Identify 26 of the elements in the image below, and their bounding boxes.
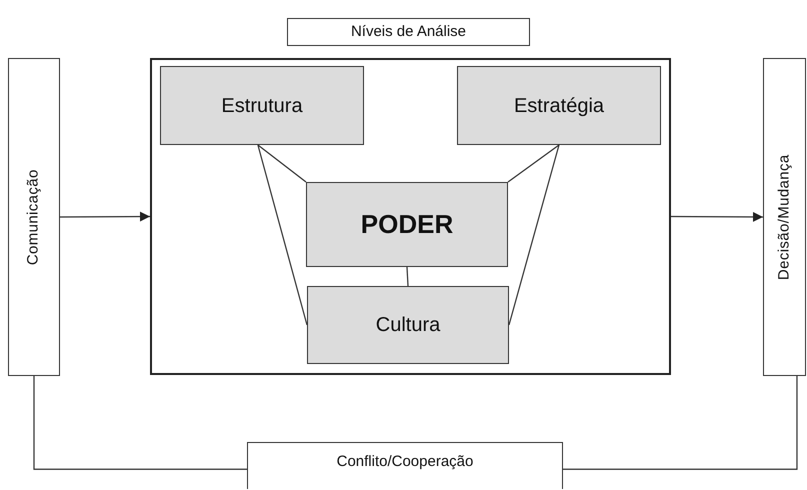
frame-box: [150, 58, 671, 375]
box-label: PODER: [360, 208, 454, 241]
box-label: Estrutura: [221, 94, 303, 118]
box-label: Cultura: [376, 313, 440, 338]
concept-box: [457, 66, 661, 145]
central-concept-box: [306, 182, 508, 267]
connector-line: [508, 144, 560, 182]
vertical-label-box: [8, 58, 60, 376]
label-box: [247, 442, 563, 489]
label-box: [287, 18, 530, 46]
arrow: [671, 212, 763, 222]
box-label: Estratégia: [514, 94, 604, 118]
concept-box: [307, 286, 509, 364]
box-label: Níveis de Análise: [350, 22, 466, 42]
connector-line: [406, 266, 409, 286]
connector-line: [257, 144, 308, 326]
connector-line: [563, 376, 798, 470]
concept-box: [160, 66, 364, 145]
connector-line: [33, 376, 247, 470]
box-label: Conflito/Cooperação: [336, 452, 474, 472]
vertical-label-box: [763, 58, 806, 376]
box-label: Comunicação: [24, 169, 43, 265]
connector-line: [258, 144, 306, 182]
box-label: Decisão/Mudança: [774, 154, 794, 280]
connector-line: [508, 144, 560, 326]
arrow: [60, 212, 150, 222]
